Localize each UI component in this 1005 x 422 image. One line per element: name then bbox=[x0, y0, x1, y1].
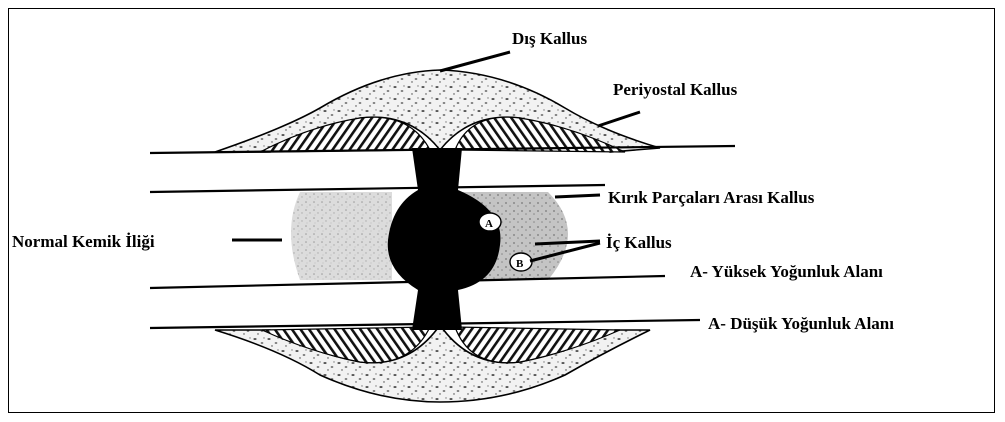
marker-a: A bbox=[479, 213, 501, 231]
label-periyostal-kallus: Periyostal Kallus bbox=[613, 80, 738, 99]
label-kirik-parcalari: Kırık Parçaları Arası Kallus bbox=[608, 188, 815, 207]
label-dusuk-yogunluk: A- Düşük Yoğunluk Alanı bbox=[708, 314, 894, 333]
label-dis-kallus: Dış Kallus bbox=[512, 29, 587, 48]
svg-text:A: A bbox=[485, 218, 493, 230]
svg-text:B: B bbox=[516, 258, 524, 270]
marker-b: B bbox=[510, 253, 532, 271]
fracture-gap-callus bbox=[388, 148, 501, 330]
label-yuksek-yogunluk: A- Yüksek Yoğunluk Alanı bbox=[690, 262, 883, 281]
label-normal-kemik: Normal Kemik İliği bbox=[12, 232, 155, 251]
label-ic-kallus: İç Kallus bbox=[606, 233, 672, 252]
normal-marrow-region bbox=[291, 192, 392, 280]
